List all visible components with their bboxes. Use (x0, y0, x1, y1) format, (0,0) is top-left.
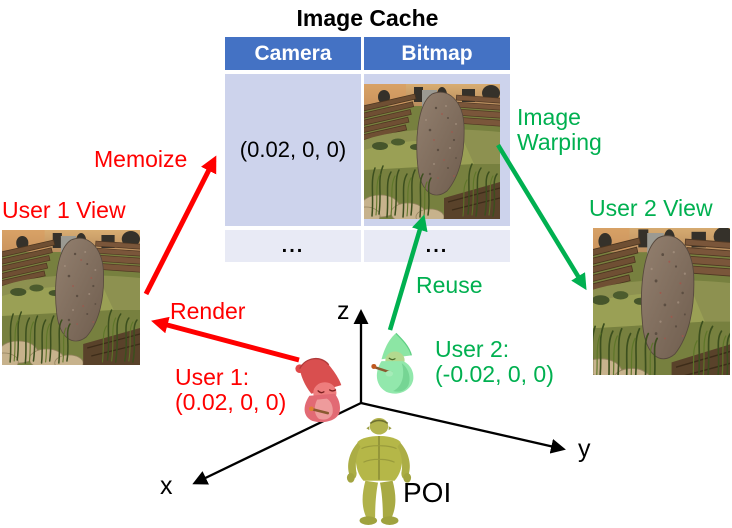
cache-bitmap-ellipsis: ... (364, 230, 510, 262)
render-label: Render (170, 298, 246, 324)
poi-model (346, 418, 412, 525)
column-header-camera: Camera (225, 37, 361, 70)
cache-camera-value: (0.02, 0, 0) (225, 74, 361, 226)
z-axis-label: z (337, 297, 350, 325)
user2-view-image (593, 228, 730, 375)
image-warping-line1: Image (517, 104, 581, 130)
cache-camera-ellipsis: ... (225, 230, 361, 262)
user1-avatar (295, 358, 342, 423)
user2-name: User 2: (435, 336, 510, 362)
image-warping-arrow (496, 143, 587, 291)
user1-view-image (2, 230, 140, 365)
user2-coords: (-0.02, 0, 0) (435, 361, 554, 387)
user2-position-label: User 2:(-0.02, 0, 0) (435, 337, 554, 387)
memoize-label: Memoize (94, 146, 188, 172)
column-header-bitmap: Bitmap (364, 37, 510, 70)
reuse-label: Reuse (416, 272, 483, 298)
y-axis-label: y (578, 435, 591, 463)
x-axis-label: x (160, 472, 173, 500)
cache-bitmap-cell (364, 74, 510, 226)
image-warping-line2: Warping (517, 129, 602, 155)
user1-name: User 1: (175, 364, 250, 390)
figure-title: Image Cache (296, 5, 439, 31)
user2-avatar (371, 332, 414, 394)
user2-view-label: User 2 View (589, 195, 713, 221)
memoize-arrow (143, 155, 217, 296)
poi-label: POI (403, 477, 452, 508)
render-arrow (151, 316, 300, 363)
user1-position-label: User 1:(0.02, 0, 0) (175, 365, 286, 415)
user1-coords: (0.02, 0, 0) (175, 389, 287, 415)
cached-bitmap-image (364, 84, 500, 219)
user1-view-label: User 1 View (2, 197, 126, 223)
image-cache-table: Camera Bitmap (0.02, 0, 0) ... ... (225, 37, 510, 262)
